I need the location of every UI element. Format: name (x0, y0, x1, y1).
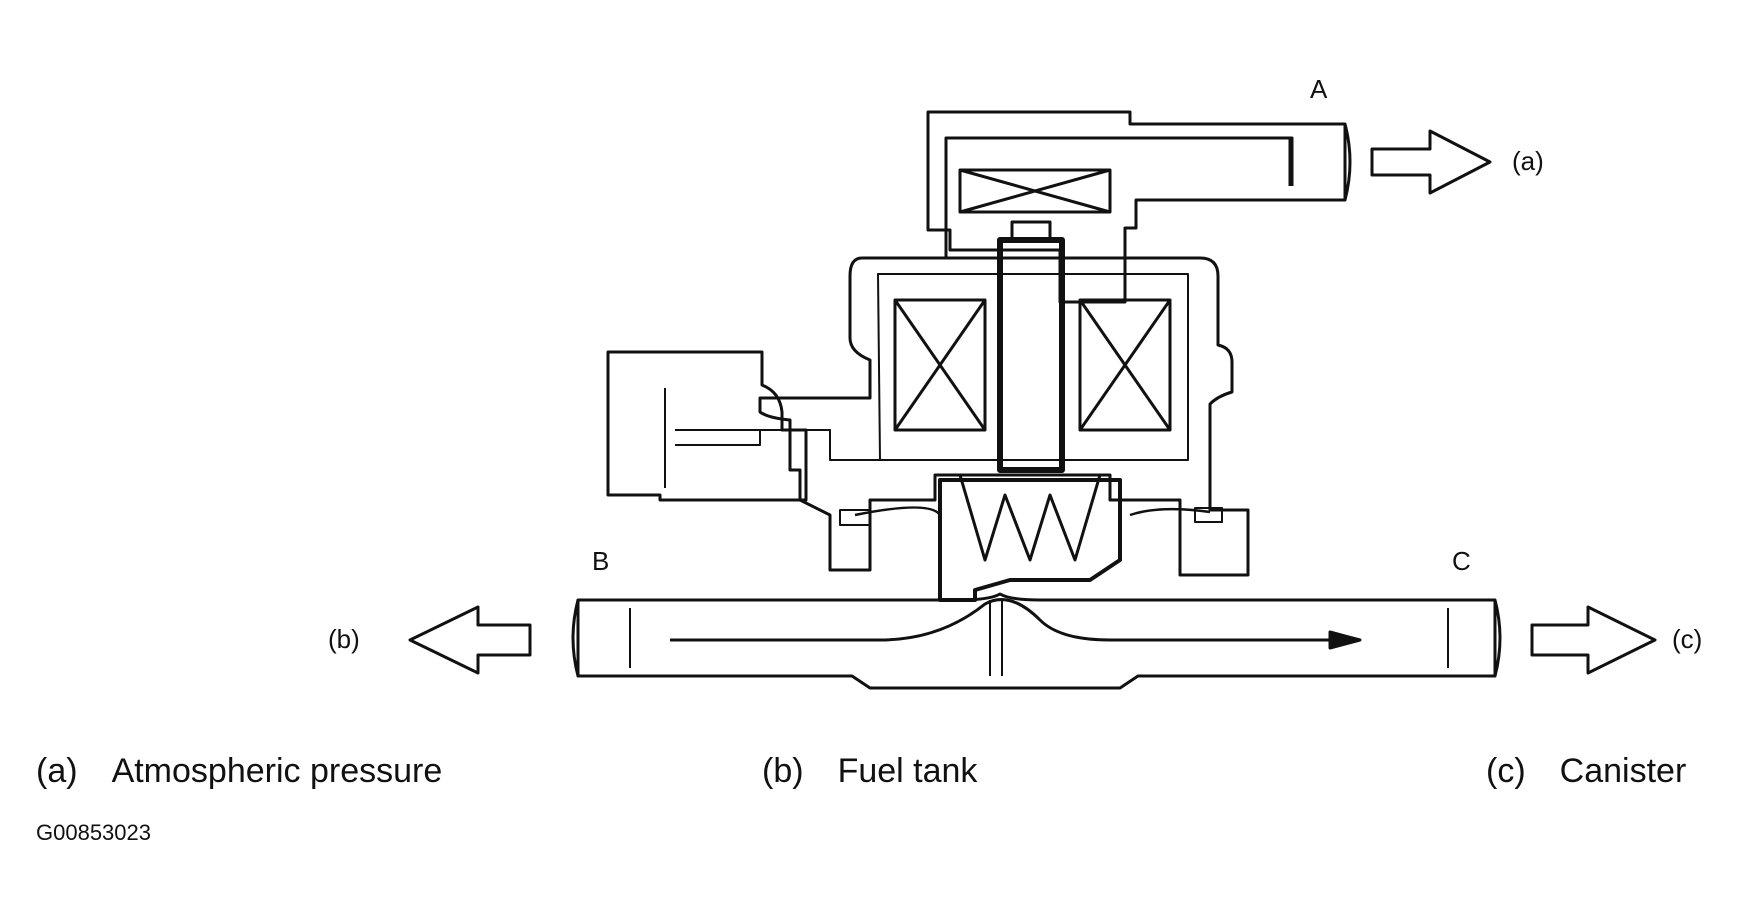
legend-fuel-tank: (b) Fuel tank (762, 752, 977, 791)
flow-label-b: (b) (328, 624, 360, 654)
port-b-label: B (592, 546, 609, 576)
lower-pipe-inner (629, 608, 1449, 668)
coil-right (1078, 298, 1172, 432)
flow-arrowhead (1328, 630, 1362, 650)
solenoid-inner (877, 273, 1189, 461)
connector-inner (664, 388, 761, 488)
port-c-label: C (1452, 546, 1471, 576)
coil-left (893, 298, 987, 432)
pipe-flare-left (571, 599, 580, 677)
legend-text: Atmospheric pressure (111, 752, 443, 790)
valve-spring (958, 474, 1102, 562)
connector-lead (760, 429, 948, 461)
port-a-inner-wall (944, 136, 1294, 258)
legend-key: (c) (1486, 752, 1526, 790)
figure-id: G00853023 (36, 820, 151, 845)
legend-key: (a) (36, 752, 78, 790)
lower-pipe (576, 592, 1497, 690)
plunger-cap (1010, 220, 1052, 242)
legend-text: Fuel tank (837, 752, 978, 790)
port-a-flare (1343, 123, 1352, 201)
diaphragm (854, 506, 1211, 517)
legend-key: (b) (762, 752, 804, 790)
diaphragm-seat-left (839, 509, 871, 526)
legend-canister: (c) Canister (1486, 752, 1686, 791)
pipe-flare-right (1493, 599, 1502, 677)
flow-label-a: (a) (1512, 146, 1544, 176)
solenoid-housing (758, 256, 1250, 577)
filter-coil (958, 168, 1112, 214)
flow-label-c: (c) (1672, 624, 1702, 654)
diaphragm-seat-right (1194, 507, 1223, 523)
arrow-b (408, 605, 532, 675)
lower-pipe-center (989, 600, 1003, 676)
legend-text: Canister (1559, 752, 1687, 790)
connector (606, 350, 808, 502)
port-a-pipe (926, 110, 1347, 304)
arrow-c (1530, 605, 1657, 675)
legend-atmospheric-pressure: (a) Atmospheric pressure (36, 752, 442, 791)
flow-path (670, 598, 1330, 642)
arrow-a (1370, 129, 1492, 195)
port-a-label: A (1310, 74, 1328, 104)
